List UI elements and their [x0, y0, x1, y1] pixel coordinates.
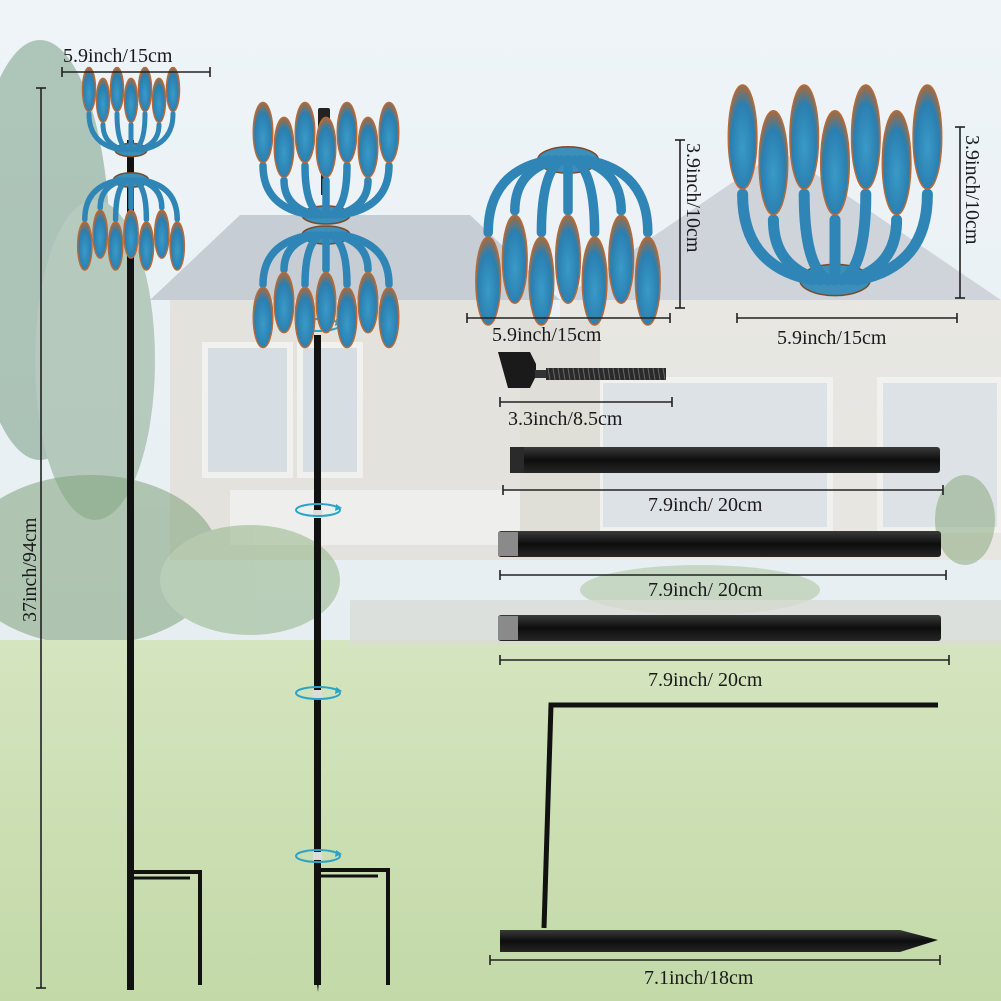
rotation-arrow-icon: [295, 686, 341, 700]
bottom-spinner-width-label: 5.9inch/15cm: [777, 327, 887, 349]
ground-stake-part: [500, 702, 938, 952]
exploded-pole: [313, 335, 390, 992]
spinner-petal: [357, 271, 379, 334]
spinner-petal: [881, 109, 912, 216]
finial-length-label: 3.3inch/8.5cm: [508, 408, 623, 430]
stake-length-label: 7.1inch/18cm: [644, 967, 754, 989]
spinner-petal: [107, 221, 124, 271]
spinner-arm: [97, 177, 127, 211]
spinner-petal: [138, 221, 155, 271]
spinner-arm: [280, 231, 320, 274]
spinner-petal: [378, 101, 400, 164]
pole-segment-3: [498, 615, 941, 641]
spinner-petal: [294, 101, 316, 164]
spinner-arm: [138, 111, 176, 153]
spinner-petal: [912, 84, 943, 190]
spinner-arm: [114, 111, 131, 153]
top-spinner-part: [475, 146, 661, 326]
spinner-petal: [165, 66, 181, 113]
spinner-petal: [273, 116, 295, 179]
spinner-petal: [554, 214, 582, 304]
bottom-spinner-part: [727, 84, 943, 297]
spinner-petal: [151, 77, 167, 124]
spinner-arm: [582, 155, 653, 238]
spinner-arm: [798, 188, 834, 286]
spinner-petal: [153, 209, 170, 259]
spinner-petal: [501, 214, 528, 304]
assembled-pole: [127, 140, 134, 990]
spinner-petal: [123, 209, 139, 259]
spinner-petal: [608, 214, 635, 304]
spinner-petal: [336, 101, 358, 164]
spinner-petal: [758, 109, 789, 216]
spinner-petal: [357, 116, 379, 179]
exploded-bottom-spinner: [252, 225, 400, 349]
spinner-arm: [280, 176, 320, 219]
spinner-petal: [819, 109, 851, 216]
assembled-spinner: [127, 140, 202, 990]
spinner-petal: [336, 286, 358, 349]
pole-segment-2: [498, 531, 941, 557]
spinner-petal: [95, 77, 111, 124]
finial-part: [498, 352, 666, 388]
background-tree: [0, 40, 155, 520]
spinner-arm: [851, 188, 933, 286]
exploded-top-spinner: [252, 101, 400, 225]
spinner-arm: [301, 231, 325, 289]
spinner-petal: [92, 209, 109, 259]
spinner-arm: [510, 155, 561, 216]
rotation-arrow-icon: [295, 503, 341, 517]
spinner-arm: [301, 161, 325, 219]
spinner-petal: [475, 236, 502, 326]
dimension-lines: [36, 67, 965, 989]
top-spinner-height-label: 3.9inch/10cm: [682, 143, 704, 253]
assembled-top-spinner: [81, 66, 181, 158]
spinner-petal: [273, 271, 295, 334]
spinner-petal: [528, 236, 555, 326]
total-height-label: 37inch/94cm: [19, 517, 41, 622]
assembled-bottom-spinner: [76, 172, 186, 271]
spinner-petal: [378, 286, 400, 349]
pole-segment-1: [510, 447, 940, 473]
spinner-arm: [337, 161, 393, 219]
spinner-petal: [123, 77, 139, 124]
top-spinner-width-label: 5.9inch/15cm: [492, 324, 602, 346]
spinner-petal: [169, 221, 186, 271]
spinner-arm: [139, 177, 180, 223]
spinner-arm: [536, 155, 567, 238]
spinner-petal: [850, 84, 881, 190]
assembled-top-width-label: 5.9inch/15cm: [63, 45, 173, 67]
pole-1-length-label: 7.9inch/ 20cm: [648, 494, 763, 516]
rotation-arrow-icon: [295, 849, 341, 863]
spinner-petal: [315, 116, 337, 179]
spinner-arm: [767, 214, 826, 286]
spinner-petal: [109, 66, 125, 113]
spinner-arm: [337, 231, 393, 289]
spinner-petal: [252, 101, 274, 164]
spinner-petal: [634, 236, 661, 326]
spinner-petal: [581, 236, 608, 326]
spinner-petal: [252, 286, 274, 349]
background-house: [150, 150, 1001, 560]
bottom-spinner-height-label: 3.9inch/10cm: [961, 135, 983, 245]
spinner-arm: [100, 122, 127, 153]
spinner-arm: [112, 177, 131, 223]
spinner-petal: [81, 66, 97, 113]
pole-2-length-label: 7.9inch/ 20cm: [648, 579, 763, 601]
spinner-petal: [76, 221, 93, 271]
spinner-petal: [789, 84, 820, 190]
spinner-petal: [315, 271, 337, 334]
pole-3-length-label: 7.9inch/ 20cm: [648, 669, 763, 691]
spinner-petal: [727, 84, 758, 190]
spinner-petal: [294, 286, 316, 349]
spinner-petal: [137, 66, 153, 113]
